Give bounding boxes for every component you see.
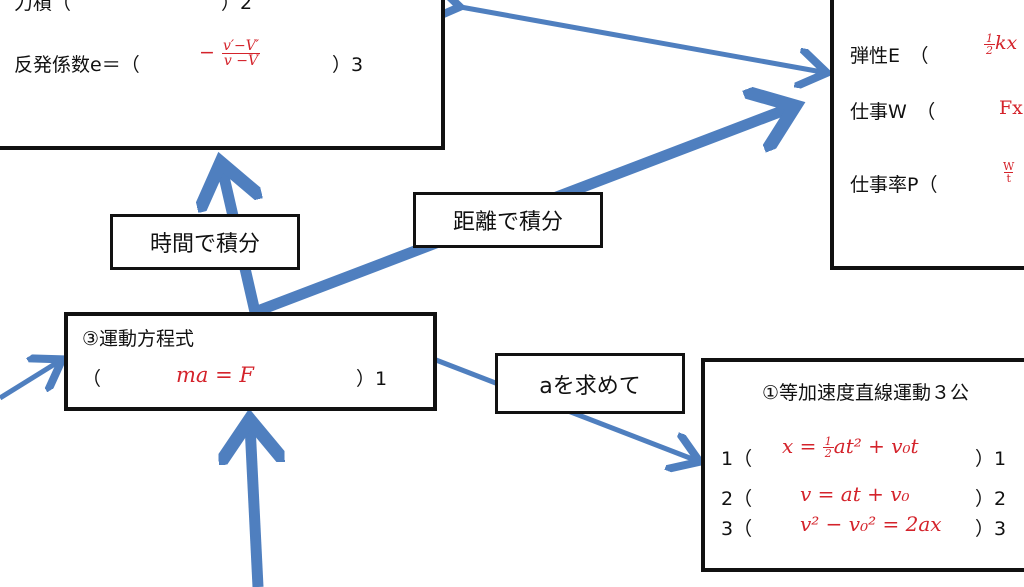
kinematics-row-3-formula: v² − v₀² = 2ax xyxy=(800,512,942,536)
elastic-coef-den: 2 xyxy=(984,43,995,57)
power-formula: W t xyxy=(1001,160,1016,184)
bottom-incoming-arrow xyxy=(250,425,258,587)
impulse-suffix: ）2 xyxy=(221,0,253,14)
equation-formula: ma = F xyxy=(176,363,254,387)
equation-of-motion-box: ③運動方程式 （ ma = F ）1 xyxy=(64,312,437,411)
kinematics-row-2-formula: v = at + v₀ xyxy=(800,482,910,506)
restitution-row: 反発係数e＝（ xyxy=(14,50,140,77)
elastic-formula-tail: kx xyxy=(995,32,1018,54)
equation-suffix: ）1 xyxy=(356,368,388,390)
impulse-label: 力積（ xyxy=(14,0,72,14)
distance-integral-text: 距離で積分 xyxy=(452,210,563,235)
kinematics-row-3-prefix: 3（ xyxy=(721,518,753,540)
kinematics-row-1-suffix: ）1 xyxy=(975,448,1007,470)
row-1-formula-post: at² + v₀t xyxy=(833,434,919,458)
restitution-label: 反発係数e＝（ xyxy=(14,54,140,76)
restitution-suffix: ）3 xyxy=(332,54,364,76)
time-integral-text: 時間で積分 xyxy=(149,232,260,257)
left-incoming-arrow xyxy=(0,362,58,401)
kinematics-title: ①等加速度直線運動３公 xyxy=(762,382,970,404)
power-fraction: W t xyxy=(1001,161,1016,184)
elastic-formula: 1 2 kx xyxy=(984,32,1017,56)
restitution-sign: − xyxy=(199,41,215,64)
elastic-coef-num: 1 xyxy=(986,31,993,45)
energy-box: 弾性E （ 1 2 kx 仕事W （ Fx 仕事率P（ W t xyxy=(830,0,1024,270)
time-integral-label: 時間で積分 xyxy=(110,214,300,270)
restitution-fraction: v′−V′ v −V xyxy=(221,39,261,68)
kinematics-row-3-suffix: ）3 xyxy=(975,518,1007,540)
restitution-formula: − v′−V′ v −V xyxy=(199,39,261,68)
kinematics-row-2-suffix: ）2 xyxy=(975,488,1007,510)
row-1-formula-pre: x = xyxy=(782,434,823,458)
work-label: 仕事W （ xyxy=(850,101,936,123)
elastic-label: 弾性E （ xyxy=(850,45,929,67)
equation-title: ③運動方程式 xyxy=(82,328,195,350)
kinematics-row-1-prefix: 1（ xyxy=(721,448,753,470)
equation-open-paren: （ xyxy=(82,368,102,390)
momentum-energy-arrow xyxy=(455,6,822,72)
kinematics-row-2-prefix: 2（ xyxy=(721,488,753,510)
restitution-numerator: v′−V′ xyxy=(222,38,260,54)
distance-integral-label: 距離で積分 xyxy=(413,192,603,248)
row-1-coef-num: 1 xyxy=(824,435,832,448)
find-a-text: aを求めて xyxy=(539,373,641,399)
find-a-label: aを求めて xyxy=(495,353,685,414)
elastic-coefficient: 1 2 xyxy=(984,33,995,56)
power-label: 仕事率P（ xyxy=(850,174,938,196)
row-1-coef-den: 2 xyxy=(822,447,834,460)
power-numerator: W xyxy=(1003,159,1015,173)
momentum-box: 力積（ ）2 反発係数e＝（ − v′−V′ v −V ）3 xyxy=(0,0,445,150)
restitution-denominator: v −V xyxy=(221,53,261,69)
impulse-row: 力積（ ）2 xyxy=(14,0,252,15)
work-formula: Fx xyxy=(999,97,1023,119)
power-denominator: t xyxy=(1004,171,1013,185)
